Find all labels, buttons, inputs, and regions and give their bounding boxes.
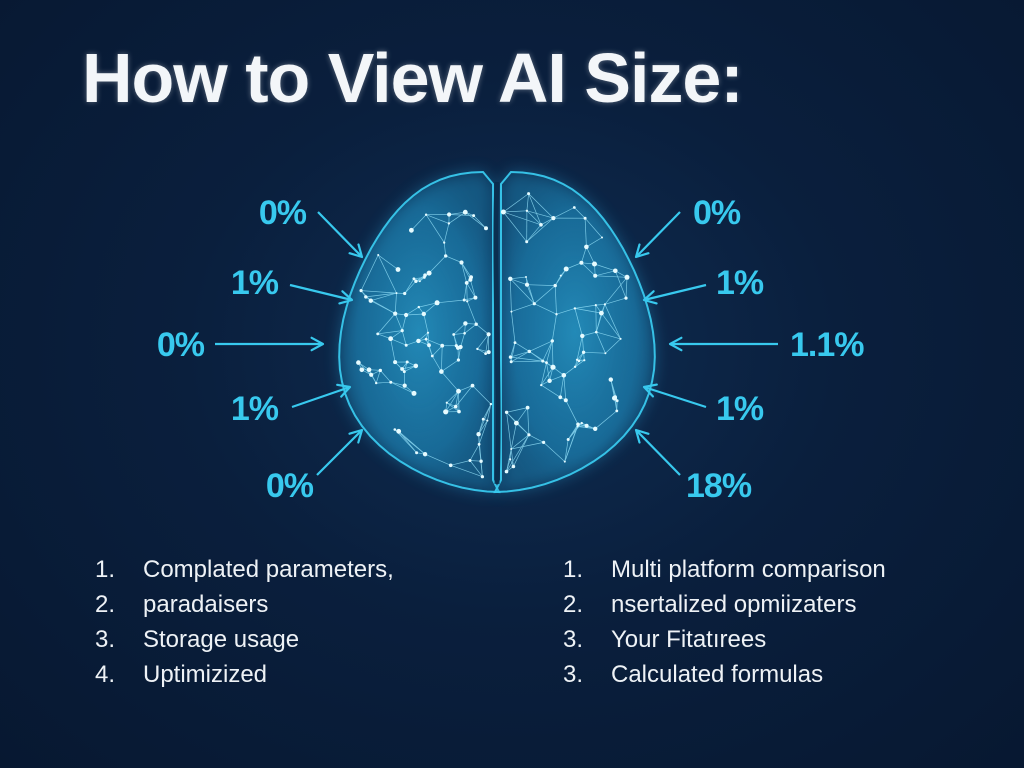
list-text: nsertalized opmiizaters xyxy=(611,591,857,618)
percent-label-right-4: 1% xyxy=(716,390,764,428)
list-item: 1. Multi platform comparison xyxy=(563,552,886,587)
list-text: Uptimizized xyxy=(143,661,268,688)
list-item: 3. Your Fitatırees xyxy=(563,622,886,657)
arrow-left-3 xyxy=(215,336,325,352)
list-item: 2. nsertalized opmiizaters xyxy=(563,587,886,622)
list-item: 3. Calculated formulas xyxy=(563,657,886,692)
list-item: 1. Complated parameters, xyxy=(95,552,394,587)
list-number: 3. xyxy=(95,626,116,653)
arrow-right-5 xyxy=(634,428,681,476)
arrows-right xyxy=(634,211,778,476)
arrow-left-4 xyxy=(291,383,352,409)
list-number: 1. xyxy=(95,556,116,583)
list-item: 2. paradaisers xyxy=(95,587,394,622)
list-item: 4. Uptimizized xyxy=(95,657,394,692)
list-text: Your Fitatırees xyxy=(611,626,767,653)
list-text: paradaisers xyxy=(143,591,269,618)
list-number: 3. xyxy=(563,626,584,653)
percent-label-left-5: 0% xyxy=(266,467,314,505)
list-text: Multi platform comparison xyxy=(611,556,886,583)
list-text: Calculated formulas xyxy=(611,661,824,688)
labels-right: 0% 1% 1.1% 1% 18% xyxy=(686,194,865,505)
list-item: 3. Storage usage xyxy=(95,622,394,657)
arrows-left xyxy=(215,211,364,476)
percent-label-left-2: 1% xyxy=(231,264,279,302)
list-right: 1. Multi platform comparison 2. nsertalize… xyxy=(563,552,886,692)
percent-label-left-1: 0% xyxy=(259,194,307,232)
list-left: 1. Complated parameters, 2. paradaisers 3.… xyxy=(95,552,394,692)
percent-label-right-3: 1.1% xyxy=(790,326,864,364)
arrow-left-1 xyxy=(317,211,364,259)
arrow-right-3 xyxy=(668,336,778,352)
list-number: 2. xyxy=(95,591,116,618)
percent-label-right-5: 18% xyxy=(686,467,752,505)
percent-label-left-3: 0% xyxy=(157,326,205,364)
percent-label-right-1: 0% xyxy=(693,194,741,232)
labels-left: 0% 1% 0% 1% 0% xyxy=(157,194,315,505)
list-number: 4. xyxy=(95,661,116,688)
arrow-right-2 xyxy=(642,283,707,305)
list-number: 1. xyxy=(563,556,584,583)
list-number: 3. xyxy=(563,661,584,688)
percent-label-left-4: 1% xyxy=(231,390,279,428)
brain-network-icon xyxy=(338,170,656,494)
list-number: 2. xyxy=(563,591,584,618)
arrow-left-2 xyxy=(289,283,354,305)
page-title: How to View AI Size: xyxy=(82,39,744,117)
percent-label-right-2: 1% xyxy=(716,264,764,302)
arrow-right-4 xyxy=(642,383,707,409)
list-text: Complated parameters, xyxy=(143,556,394,583)
arrow-right-1 xyxy=(634,211,681,259)
arrow-left-5 xyxy=(316,428,364,476)
list-text: Storage usage xyxy=(143,626,300,653)
